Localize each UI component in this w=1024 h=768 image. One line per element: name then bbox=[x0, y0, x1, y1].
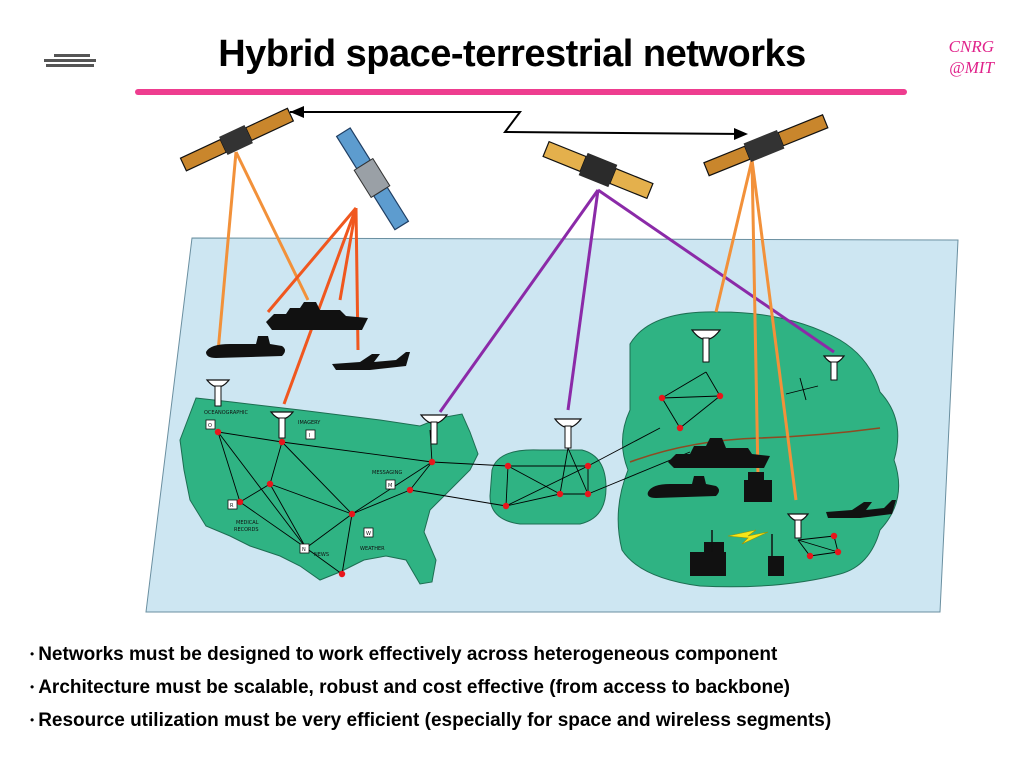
dish-antenna-icon bbox=[205, 379, 231, 407]
bullet-item: •Architecture must be scalable, robust a… bbox=[30, 675, 1010, 708]
map-label-medical-records: R MEDICAL RECORDS bbox=[227, 499, 259, 533]
map-label-messaging: MESSAGING M bbox=[372, 470, 402, 490]
satellite-right-icon bbox=[703, 114, 829, 177]
badge-medical-records: R bbox=[230, 503, 234, 509]
badge-news: N bbox=[302, 547, 306, 553]
region-submarine-icon bbox=[647, 476, 719, 498]
satellite-crosslink bbox=[290, 111, 746, 135]
map-label-imagery: IMAGERY I bbox=[298, 420, 321, 440]
bullet-dot-icon: • bbox=[30, 680, 35, 694]
badge-messaging: M bbox=[388, 483, 392, 489]
bullet-dot-icon: • bbox=[30, 647, 35, 661]
dish-antenna-icon bbox=[822, 355, 846, 381]
cnrg-mit-label: CNRG @MIT bbox=[949, 36, 994, 78]
badge-weather: W bbox=[366, 531, 371, 537]
bullet-text: Architecture must be scalable, robust an… bbox=[38, 677, 790, 698]
label-weather: WEATHER bbox=[360, 546, 385, 552]
copyright-notice-graphic bbox=[44, 52, 96, 69]
dish-antenna-icon bbox=[690, 329, 722, 363]
badge-oceanographic: O bbox=[208, 423, 212, 429]
label-messaging: MESSAGING bbox=[372, 470, 402, 476]
label-news: NEWS bbox=[314, 552, 329, 558]
bullet-text: Resource utilization must be very effici… bbox=[38, 710, 832, 731]
satellite-uplinks bbox=[216, 151, 835, 501]
map-label-news: N NEWS bbox=[299, 543, 329, 558]
crosslink-arrow-right bbox=[734, 128, 748, 140]
truck-icon bbox=[690, 472, 784, 576]
region-warship-icon bbox=[668, 438, 770, 468]
dish-antenna-icon bbox=[786, 513, 810, 539]
crosslink-arrow-left bbox=[290, 106, 304, 118]
satellite-left-icon bbox=[179, 107, 295, 172]
wireless-bolt-icon bbox=[727, 529, 769, 545]
badge-imagery: I bbox=[309, 433, 310, 439]
corner-label-line2: @MIT bbox=[949, 58, 994, 77]
title-underline bbox=[135, 89, 907, 95]
usa-mesh-links bbox=[217, 429, 433, 575]
satellite-center-icon bbox=[542, 140, 654, 200]
network-nodes bbox=[214, 392, 842, 578]
dish-antenna-icon bbox=[269, 411, 295, 439]
satellite-blue-icon bbox=[335, 127, 410, 231]
region-aircraft-icon bbox=[826, 500, 896, 518]
region-mesh-links bbox=[661, 371, 839, 557]
label-records: RECORDS bbox=[234, 527, 259, 533]
bullet-dot-icon: • bbox=[30, 713, 35, 727]
label-imagery: IMAGERY bbox=[298, 420, 321, 426]
network-diagram: OCEANOGRAPHIC O IMAGERY I MESSAGING M R … bbox=[145, 106, 959, 613]
aircraft-icon bbox=[332, 352, 410, 370]
bullet-list: •Networks must be designed to work effec… bbox=[30, 642, 1010, 741]
bullet-text: Networks must be designed to work effect… bbox=[38, 644, 778, 665]
label-medical: MEDICAL bbox=[236, 520, 259, 526]
slide-title: Hybrid space-terrestrial networks bbox=[218, 33, 806, 75]
region-border-line bbox=[629, 427, 881, 463]
map-label-oceanographic: OCEANOGRAPHIC O bbox=[204, 410, 248, 430]
dish-antenna-icon bbox=[419, 414, 449, 445]
dish-antenna-icon bbox=[553, 418, 583, 449]
submarine-icon bbox=[206, 336, 285, 358]
corner-label-line1: CNRG bbox=[948, 37, 994, 56]
bullet-item: •Networks must be designed to work effec… bbox=[30, 642, 1010, 675]
map-label-weather: W WEATHER bbox=[360, 527, 385, 552]
warship-icon bbox=[266, 302, 368, 330]
bullet-item: •Resource utilization must be very effic… bbox=[30, 708, 1010, 741]
label-oceanographic: OCEANOGRAPHIC bbox=[204, 410, 248, 416]
